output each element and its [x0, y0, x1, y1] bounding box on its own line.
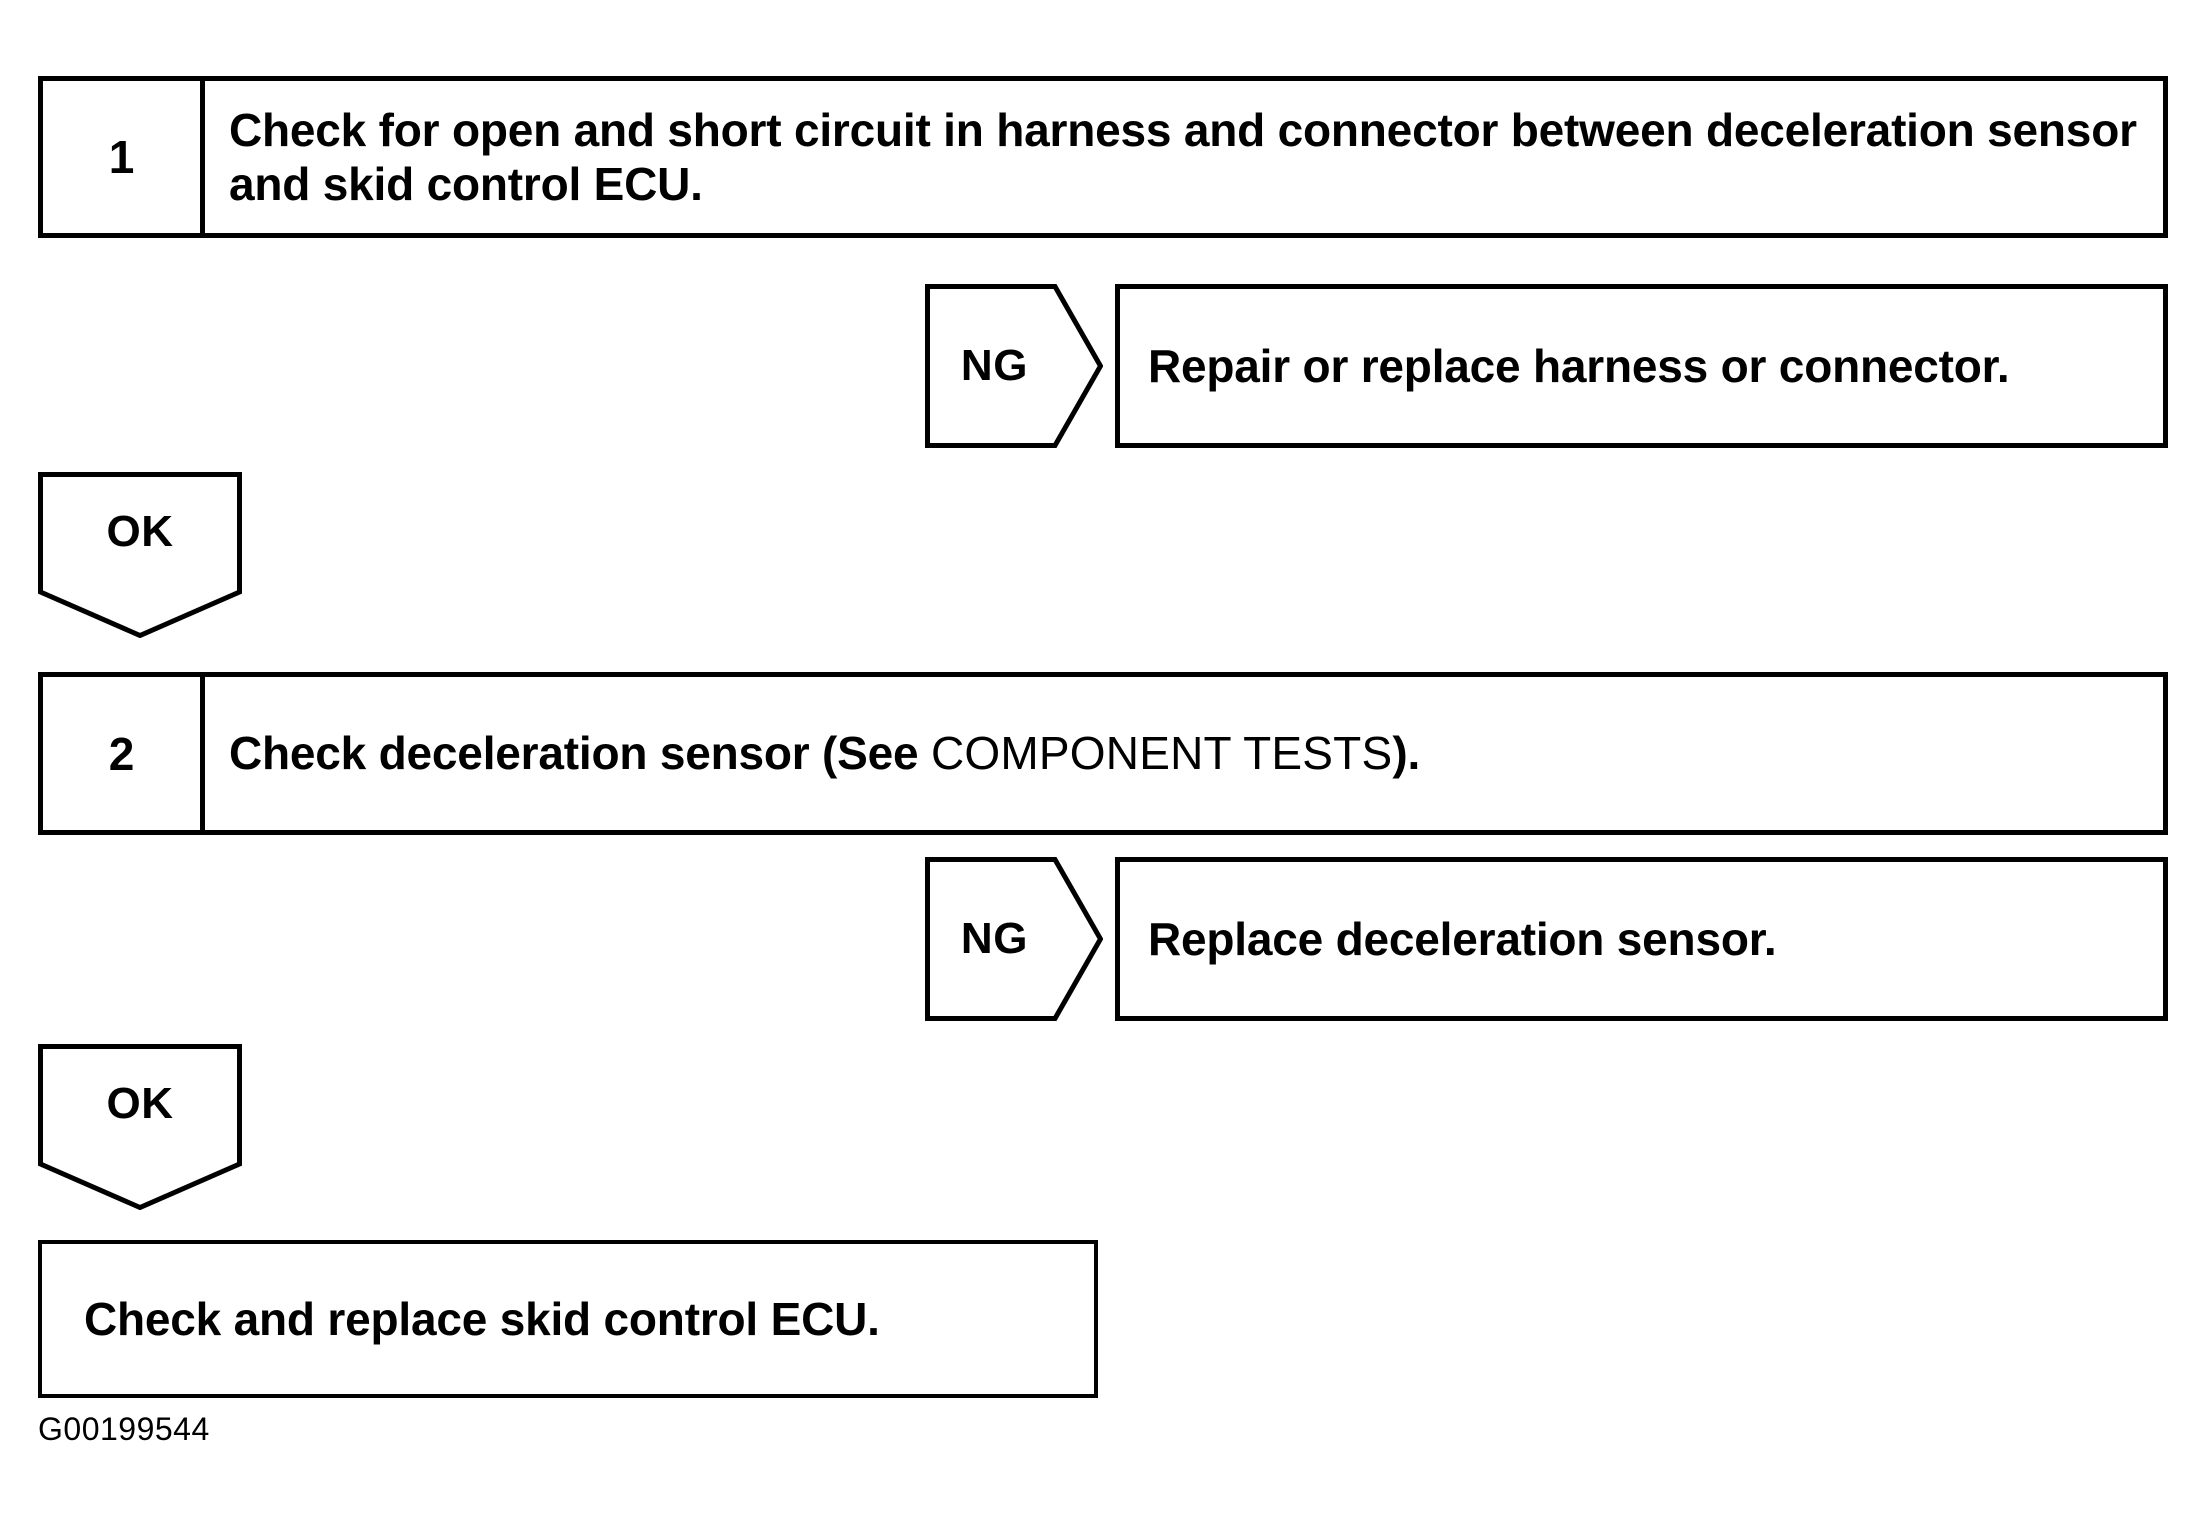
- result-arrow-ok-1: OK: [38, 472, 242, 638]
- outcome-text-1: Repair or replace harness or connector.: [1148, 339, 2010, 392]
- step-text-2-tail: ).: [1392, 727, 1421, 780]
- ng-label-2: NG: [960, 914, 1028, 963]
- step-text-1-main: Check for open and short circuit in harn…: [229, 103, 2137, 210]
- step-number-cell-2: 2: [43, 677, 205, 830]
- figure-id-caption: G00199544: [38, 1411, 210, 1447]
- result-arrow-ok-2: OK: [38, 1044, 242, 1210]
- step-text-1: Check for open and short circuit in harn…: [229, 81, 2141, 233]
- ok-label-2: OK: [106, 1078, 174, 1128]
- step-text-2: Check deceleration sensor (See COMPONENT…: [229, 677, 2141, 830]
- step-text-2-main: Check deceleration sensor (See: [229, 727, 931, 780]
- step-box-1[interactable]: 1 Check for open and short circuit in ha…: [38, 76, 2168, 238]
- step-box-2[interactable]: 2 Check deceleration sensor (See COMPONE…: [38, 672, 2168, 835]
- step-number-2: 2: [108, 727, 135, 780]
- ng-label-1: NG: [960, 341, 1028, 390]
- pentagon-down-icon: [38, 472, 242, 638]
- result-arrow-ng-1: NG: [925, 284, 1103, 448]
- ok-label-1: OK: [106, 506, 174, 556]
- step-number-1: 1: [108, 131, 135, 183]
- outcome-box-2[interactable]: Replace deceleration sensor.: [1115, 857, 2168, 1021]
- final-action-text: Check and replace skid control ECU.: [84, 1292, 880, 1345]
- outcome-text-2: Replace deceleration sensor.: [1148, 912, 1777, 965]
- step-text-2-reference: COMPONENT TESTS: [931, 727, 1393, 780]
- step-number-cell-1: 1: [43, 81, 205, 233]
- outcome-box-1[interactable]: Repair or replace harness or connector.: [1115, 284, 2168, 448]
- final-action-box[interactable]: Check and replace skid control ECU.: [38, 1240, 1098, 1398]
- pentagon-right-icon: [925, 284, 1103, 448]
- pentagon-right-icon: [925, 857, 1103, 1021]
- result-arrow-ng-2: NG: [925, 857, 1103, 1021]
- pentagon-down-icon: [38, 1044, 242, 1210]
